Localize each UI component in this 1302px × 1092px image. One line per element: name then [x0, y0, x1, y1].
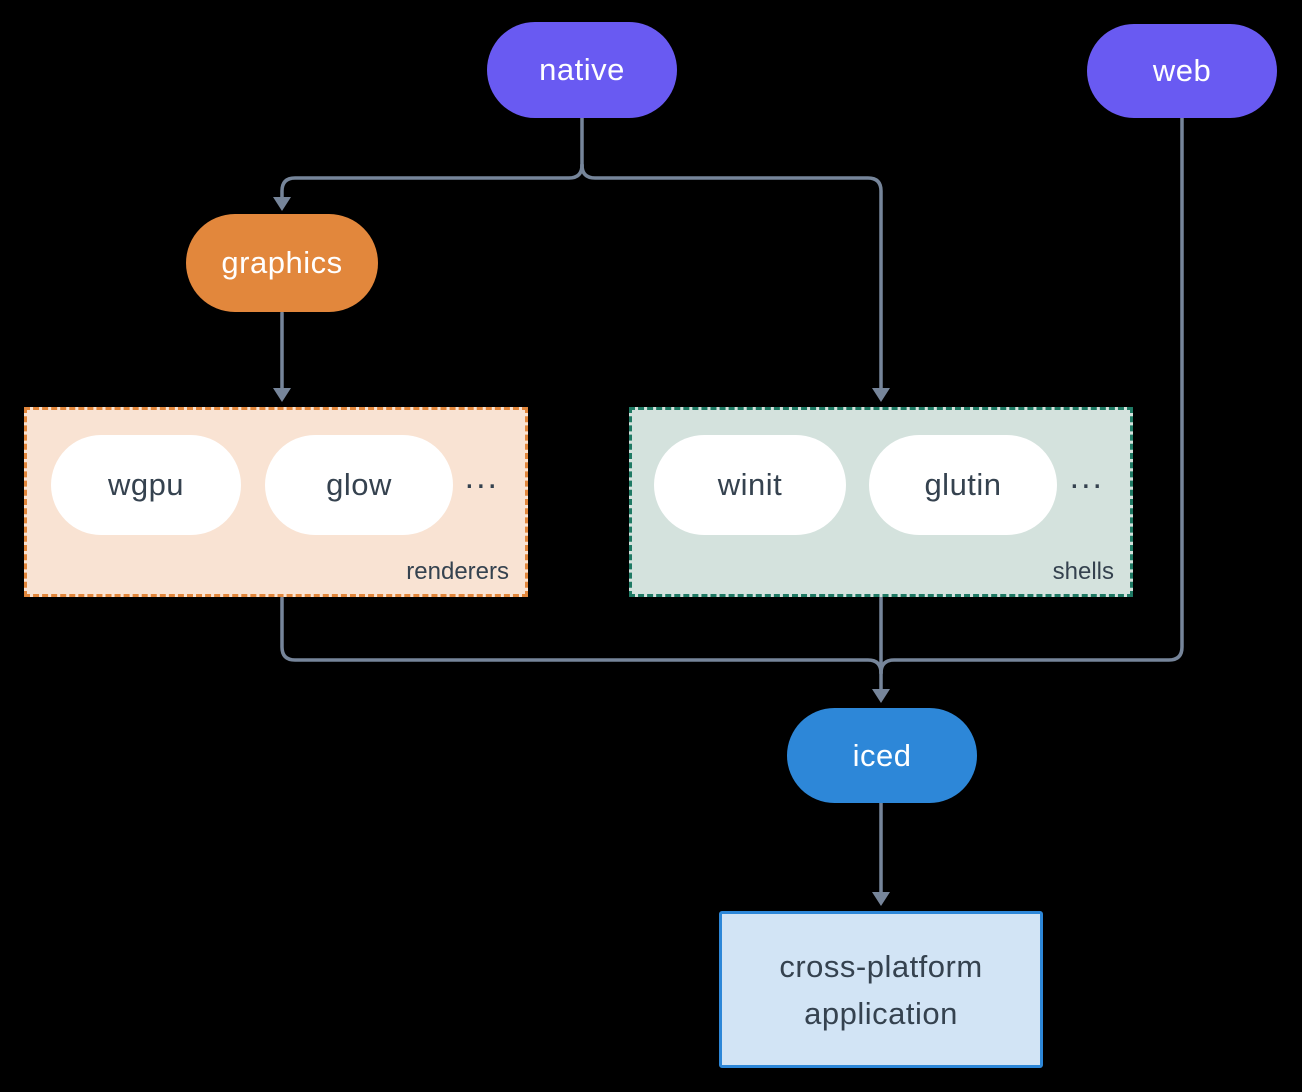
- node-native: native: [487, 22, 677, 118]
- node-winit: winit: [654, 435, 846, 535]
- connector-native-to-shells: [580, 163, 883, 390]
- app-label-line2: application: [804, 995, 958, 1031]
- node-graphics: graphics: [186, 214, 378, 312]
- connector-renderers-to-junction: [280, 596, 883, 675]
- group-shells: winit glutin ... shells: [629, 407, 1133, 597]
- shells-ellipsis: ...: [1069, 458, 1104, 496]
- node-cross-platform-application: cross-platform application: [719, 911, 1043, 1068]
- node-native-label: native: [539, 52, 625, 87]
- group-renderers: wgpu glow ... renderers: [24, 407, 528, 597]
- node-glutin: glutin: [869, 435, 1057, 535]
- node-iced-label: iced: [852, 737, 912, 773]
- connector-native-to-graphics: [280, 163, 584, 199]
- node-web: web: [1087, 24, 1277, 118]
- node-iced: iced: [787, 708, 977, 803]
- node-glutin-label: glutin: [924, 467, 1002, 502]
- node-wgpu-label: wgpu: [107, 467, 185, 502]
- arrow-into-iced-icon: [872, 689, 890, 703]
- arrow-into-graphics-icon: [273, 197, 291, 211]
- arrow-into-shells-icon: [872, 388, 890, 402]
- node-web-label: web: [1152, 53, 1212, 88]
- app-label-line1: cross-platform: [779, 948, 983, 984]
- shells-group-label: shells: [1052, 558, 1114, 585]
- renderers-group-label: renderers: [406, 558, 509, 585]
- arrow-into-app-icon: [872, 892, 890, 906]
- node-wgpu: wgpu: [51, 435, 241, 535]
- node-winit-label: winit: [717, 467, 783, 502]
- node-glow-label: glow: [326, 467, 392, 502]
- renderers-ellipsis: ...: [464, 458, 499, 496]
- node-glow: glow: [265, 435, 453, 535]
- arrow-into-renderers-icon: [273, 388, 291, 402]
- node-graphics-label: graphics: [221, 245, 343, 280]
